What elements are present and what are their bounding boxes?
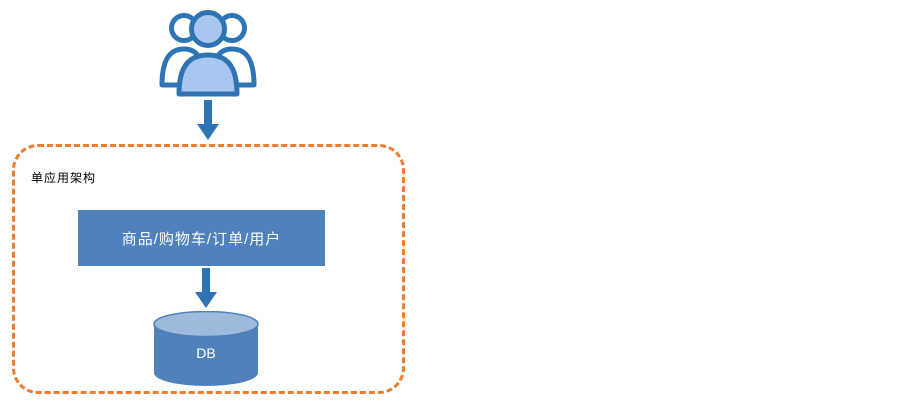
app-modules-box: 商品/购物车/订单/用户 xyxy=(78,210,325,266)
app-modules-label: 商品/购物车/订单/用户 xyxy=(121,230,282,248)
monolith-boundary: 单应用架构 xyxy=(12,144,405,394)
down-arrow-icon xyxy=(194,268,218,308)
boundary-label: 单应用架构 xyxy=(31,171,97,185)
down-arrow-icon xyxy=(196,100,220,140)
users-icon xyxy=(158,3,258,97)
db-label: DB xyxy=(196,345,216,361)
database-cylinder: DB xyxy=(153,311,259,387)
